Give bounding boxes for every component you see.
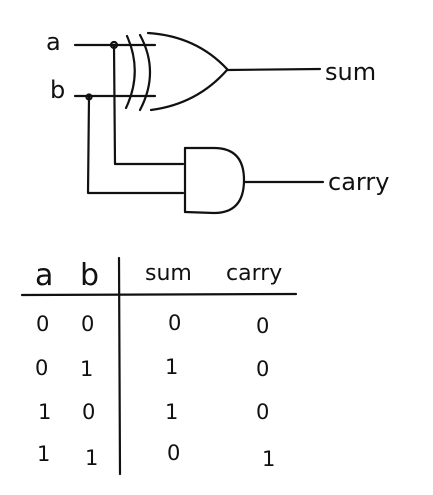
cell-r4-carry: 1 bbox=[262, 447, 275, 471]
cell-r3-carry: 0 bbox=[256, 400, 269, 424]
circuit-diagram: a b sum carry bbox=[46, 28, 389, 215]
header-sum: sum bbox=[145, 261, 192, 286]
header-a: a bbox=[35, 258, 53, 293]
header-b: b bbox=[80, 258, 99, 293]
xor-bottom-curve bbox=[149, 68, 229, 112]
wire-sum-out bbox=[225, 67, 322, 72]
output-carry-label: carry bbox=[328, 168, 389, 196]
cell-r1-a: 0 bbox=[36, 312, 49, 336]
xor-gate bbox=[124, 31, 229, 112]
cell-r3-b: 0 bbox=[82, 400, 95, 424]
and-gate bbox=[183, 146, 246, 215]
cell-r2-a: 0 bbox=[35, 356, 48, 380]
input-a-label: a bbox=[46, 28, 61, 56]
header-carry: carry bbox=[226, 261, 282, 286]
cell-r1-carry: 0 bbox=[256, 314, 269, 338]
column-divider bbox=[117, 256, 122, 476]
and-body bbox=[183, 146, 246, 215]
cell-r1-b: 0 bbox=[81, 312, 94, 336]
xor-top-curve bbox=[146, 31, 229, 71]
wire-b-to-and bbox=[86, 95, 185, 195]
cell-r4-a: 1 bbox=[37, 442, 50, 466]
truth-table: a b sum carry 0 0 0 0 0 1 1 0 1 0 1 0 1 … bbox=[20, 256, 298, 476]
cell-r4-b: 1 bbox=[85, 446, 98, 470]
cell-r2-sum: 1 bbox=[165, 355, 178, 379]
cell-r3-a: 1 bbox=[38, 400, 51, 424]
wire-a-to-and bbox=[112, 43, 185, 166]
xor-input-arc bbox=[124, 34, 136, 110]
output-sum-label: sum bbox=[325, 58, 376, 86]
xor-back-curve bbox=[138, 33, 152, 112]
input-b-label: b bbox=[50, 76, 65, 104]
cell-r4-sum: 0 bbox=[167, 441, 180, 465]
cell-r3-sum: 1 bbox=[165, 400, 178, 424]
cell-r2-b: 1 bbox=[80, 357, 93, 381]
header-divider bbox=[20, 292, 298, 297]
cell-r1-sum: 0 bbox=[168, 311, 181, 335]
cell-r2-carry: 0 bbox=[256, 357, 269, 381]
